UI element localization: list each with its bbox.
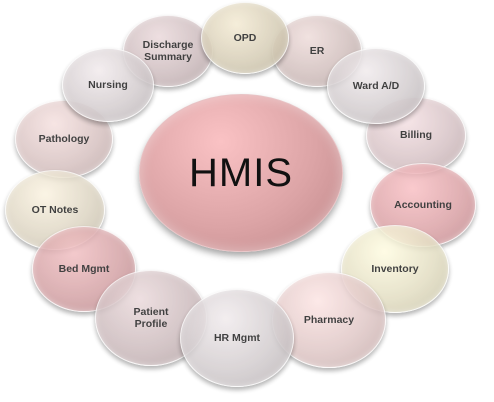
module-label: Pathology	[38, 132, 90, 145]
module-hr-mgmt: HR Mgmt	[180, 289, 294, 387]
module-pathology: Pathology	[15, 100, 113, 178]
hub-circle: HMIS	[139, 94, 343, 252]
module-label: Billing	[399, 129, 433, 142]
module-label: HR Mgmt	[213, 331, 261, 344]
module-label: Pharmacy	[303, 313, 355, 326]
module-label: OPD	[233, 31, 257, 44]
module-label: Ward A/D	[352, 79, 400, 92]
module-label: Patient Profile	[133, 305, 169, 330]
module-nursing: Nursing	[62, 48, 154, 122]
hub-label: HMIS	[189, 151, 293, 195]
module-bed-mgmt: Bed Mgmt	[32, 226, 136, 312]
module-label: Bed Mgmt	[58, 262, 110, 275]
module-label: OT Notes	[31, 203, 79, 216]
module-ward-ad: Ward A/D	[327, 48, 425, 124]
module-label: Discharge Summary	[142, 38, 194, 63]
module-label: Accounting	[394, 198, 452, 211]
module-label: Inventory	[371, 262, 419, 275]
module-label: ER	[309, 44, 325, 57]
module-opd: OPD	[201, 2, 289, 74]
module-label: Nursing	[88, 78, 128, 91]
